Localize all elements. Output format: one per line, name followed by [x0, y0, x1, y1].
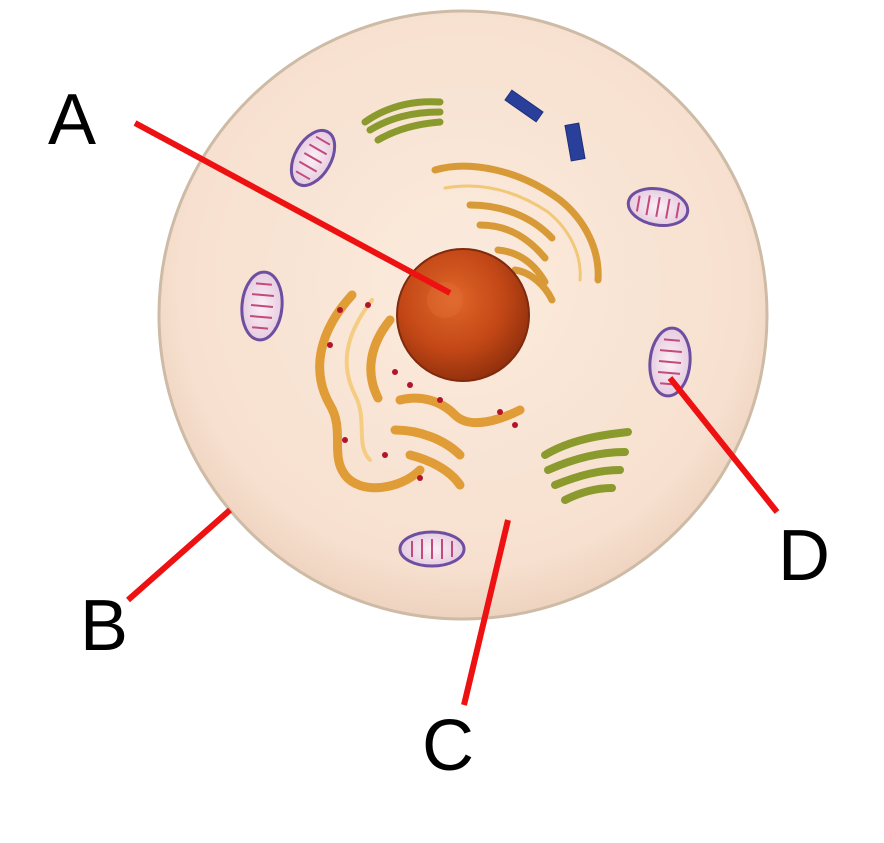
mitochondrion: [289, 129, 337, 187]
mitochondrion: [648, 326, 692, 398]
golgi-apparatus: [431, 162, 602, 304]
pointer-line-d: [667, 376, 780, 514]
pointer-line-a: [133, 120, 452, 296]
centrioles: [504, 89, 586, 162]
label-b: B: [80, 586, 129, 666]
green-organelle-bottom: [541, 428, 632, 504]
mitochondrion: [398, 530, 466, 568]
pointer-lines: [126, 120, 780, 706]
pointer-line-c: [461, 519, 511, 706]
pointer-line-b: [126, 507, 232, 603]
mitochondria: [240, 129, 692, 568]
rough-endoplasmic-reticulum: [315, 290, 525, 493]
mitochondrion: [626, 187, 690, 227]
ribosome-dots: [327, 302, 518, 481]
nucleus: [396, 248, 530, 382]
label-c: C: [422, 706, 474, 786]
green-organelle-top: [361, 98, 444, 144]
label-d: D: [778, 516, 830, 596]
mitochondrion: [240, 270, 284, 342]
label-a: A: [48, 80, 97, 160]
